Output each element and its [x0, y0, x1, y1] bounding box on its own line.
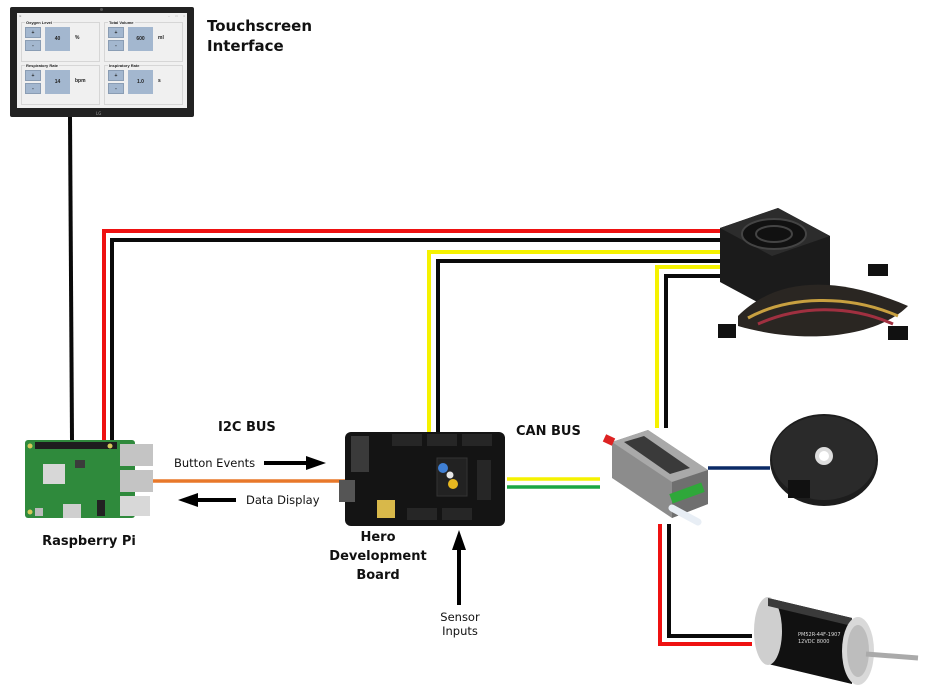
- touchscreen-label: Touchscreen Interface: [207, 16, 312, 56]
- wire-display-black: [68, 116, 74, 441]
- value-display: 14: [45, 70, 70, 94]
- label-line: Interface: [207, 37, 284, 55]
- increase-button[interactable]: +: [25, 70, 41, 81]
- inspiratory-rate-group: Inspiratory Rate + - 1.0 s: [104, 63, 183, 105]
- motor-text: 12VDC 8000: [798, 639, 829, 645]
- decrease-button[interactable]: -: [25, 40, 41, 51]
- arrow-button-events: [264, 456, 326, 470]
- maximize-button[interactable]: □: [175, 14, 178, 18]
- wire-motor-red: [658, 524, 752, 646]
- encoder: [770, 414, 878, 506]
- group-label: Inspiratory Rate: [108, 63, 141, 68]
- label-line: Touchscreen: [207, 17, 313, 35]
- window-title: tk: [19, 14, 22, 18]
- wire-hero-power-yellow: [427, 250, 720, 432]
- label-line: Board: [356, 568, 400, 583]
- wire-pi-power-red: [102, 229, 720, 440]
- dc-motor: PM52R-44F-1907 12VDC 8000: [754, 597, 919, 685]
- wire-pi-power-black: [110, 238, 720, 440]
- camera-dot: [100, 8, 103, 11]
- touchscreen-window: tk – □ × Oxygen Level + - 40 % Total Vol…: [17, 13, 187, 108]
- minimize-button[interactable]: –: [168, 14, 170, 18]
- group-label: Respiratory Rate: [25, 63, 60, 68]
- data-display-label: Data Display: [246, 493, 320, 507]
- increase-button[interactable]: +: [108, 27, 124, 38]
- can-bus-label: CAN BUS: [516, 424, 581, 439]
- decrease-button[interactable]: -: [108, 40, 124, 51]
- value-display: 600: [128, 27, 153, 51]
- increase-button[interactable]: +: [108, 70, 124, 81]
- raspberry-pi-board: [25, 440, 153, 518]
- value-display: 40: [45, 27, 70, 51]
- unit-label: ml: [158, 35, 164, 41]
- arrow-data-display: [178, 493, 236, 507]
- unit-label: s: [158, 78, 161, 84]
- label-line: Inputs: [442, 624, 478, 638]
- respiratory-rate-group: Respiratory Rate + - 14 bpm: [21, 63, 100, 105]
- wire-motor-black: [667, 524, 752, 638]
- brand-logo: LG: [96, 111, 102, 116]
- hero-board-label: Hero Development Board: [328, 528, 428, 585]
- arrow-sensor-inputs: [452, 530, 466, 605]
- increase-button[interactable]: +: [25, 27, 41, 38]
- wire-hero-power-black: [436, 259, 720, 432]
- unit-label: bpm: [75, 78, 86, 84]
- wire-controller-power-black: [664, 274, 720, 428]
- power-supply: [718, 208, 908, 340]
- button-events-label: Button Events: [174, 456, 256, 470]
- motor-text: PM52R-44F-1907: [798, 632, 841, 638]
- window-titlebar: tk – □ ×: [17, 13, 187, 19]
- unit-label: %: [75, 35, 80, 41]
- wire-controller-power-yellow: [655, 265, 720, 428]
- close-button[interactable]: ×: [183, 14, 185, 18]
- decrease-button[interactable]: -: [25, 83, 41, 94]
- hero-development-board: [339, 432, 505, 526]
- label-line: Development: [329, 549, 427, 564]
- motor-controller: [602, 430, 708, 526]
- label-line: Sensor: [440, 610, 480, 624]
- group-label: Oxygen Level: [25, 20, 54, 25]
- touchscreen-device: tk – □ × Oxygen Level + - 40 % Total Vol…: [10, 7, 194, 117]
- value-display: 1.0: [128, 70, 153, 94]
- sensor-inputs-label: Sensor Inputs: [436, 610, 484, 638]
- decrease-button[interactable]: -: [108, 83, 124, 94]
- raspberry-pi-label: Raspberry Pi: [42, 534, 136, 549]
- oxygen-level-group: Oxygen Level + - 40 %: [21, 20, 100, 62]
- i2c-bus-label: I2C BUS: [218, 420, 276, 435]
- total-volume-group: Total Volume + - 600 ml: [104, 20, 183, 62]
- group-label: Total Volume: [108, 20, 135, 25]
- label-line: Hero: [360, 530, 396, 545]
